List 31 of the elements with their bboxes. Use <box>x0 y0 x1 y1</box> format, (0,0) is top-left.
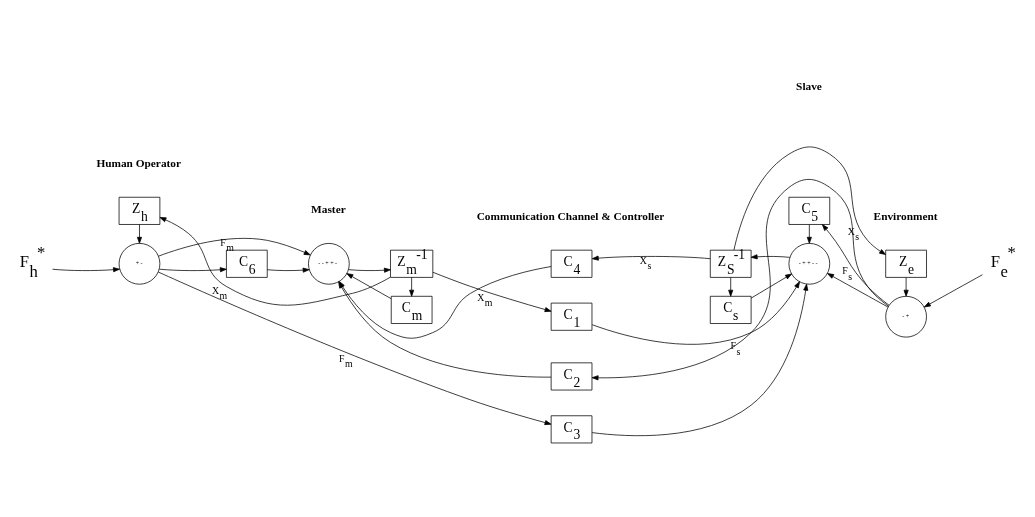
arrow <box>266 267 310 273</box>
arrow <box>338 281 552 378</box>
arrow <box>52 267 120 273</box>
arrow <box>158 238 311 257</box>
arrow <box>338 266 552 339</box>
arrow <box>750 254 791 260</box>
arrow <box>733 146 886 255</box>
arrow <box>923 274 983 308</box>
arrow <box>432 271 552 312</box>
arrow <box>750 273 792 299</box>
arrow <box>591 255 711 261</box>
arrow <box>346 273 392 300</box>
label: Human Operator <box>96 156 182 169</box>
label: Communication Channel & Controller <box>476 209 665 222</box>
arrow <box>728 277 734 297</box>
arrow <box>591 179 889 381</box>
label: Slave <box>796 79 822 92</box>
arrow <box>348 267 391 273</box>
arrow <box>591 283 809 437</box>
arrow <box>822 224 890 306</box>
arrow <box>159 217 391 306</box>
arrow <box>157 271 552 426</box>
arrow <box>806 224 812 244</box>
arrow <box>137 224 142 244</box>
arrow <box>159 267 227 273</box>
arrow <box>903 277 909 297</box>
arrow <box>827 273 889 308</box>
label: Environment <box>873 209 938 222</box>
arrow <box>591 281 800 345</box>
label: Master <box>311 202 346 215</box>
arrow <box>409 277 415 297</box>
